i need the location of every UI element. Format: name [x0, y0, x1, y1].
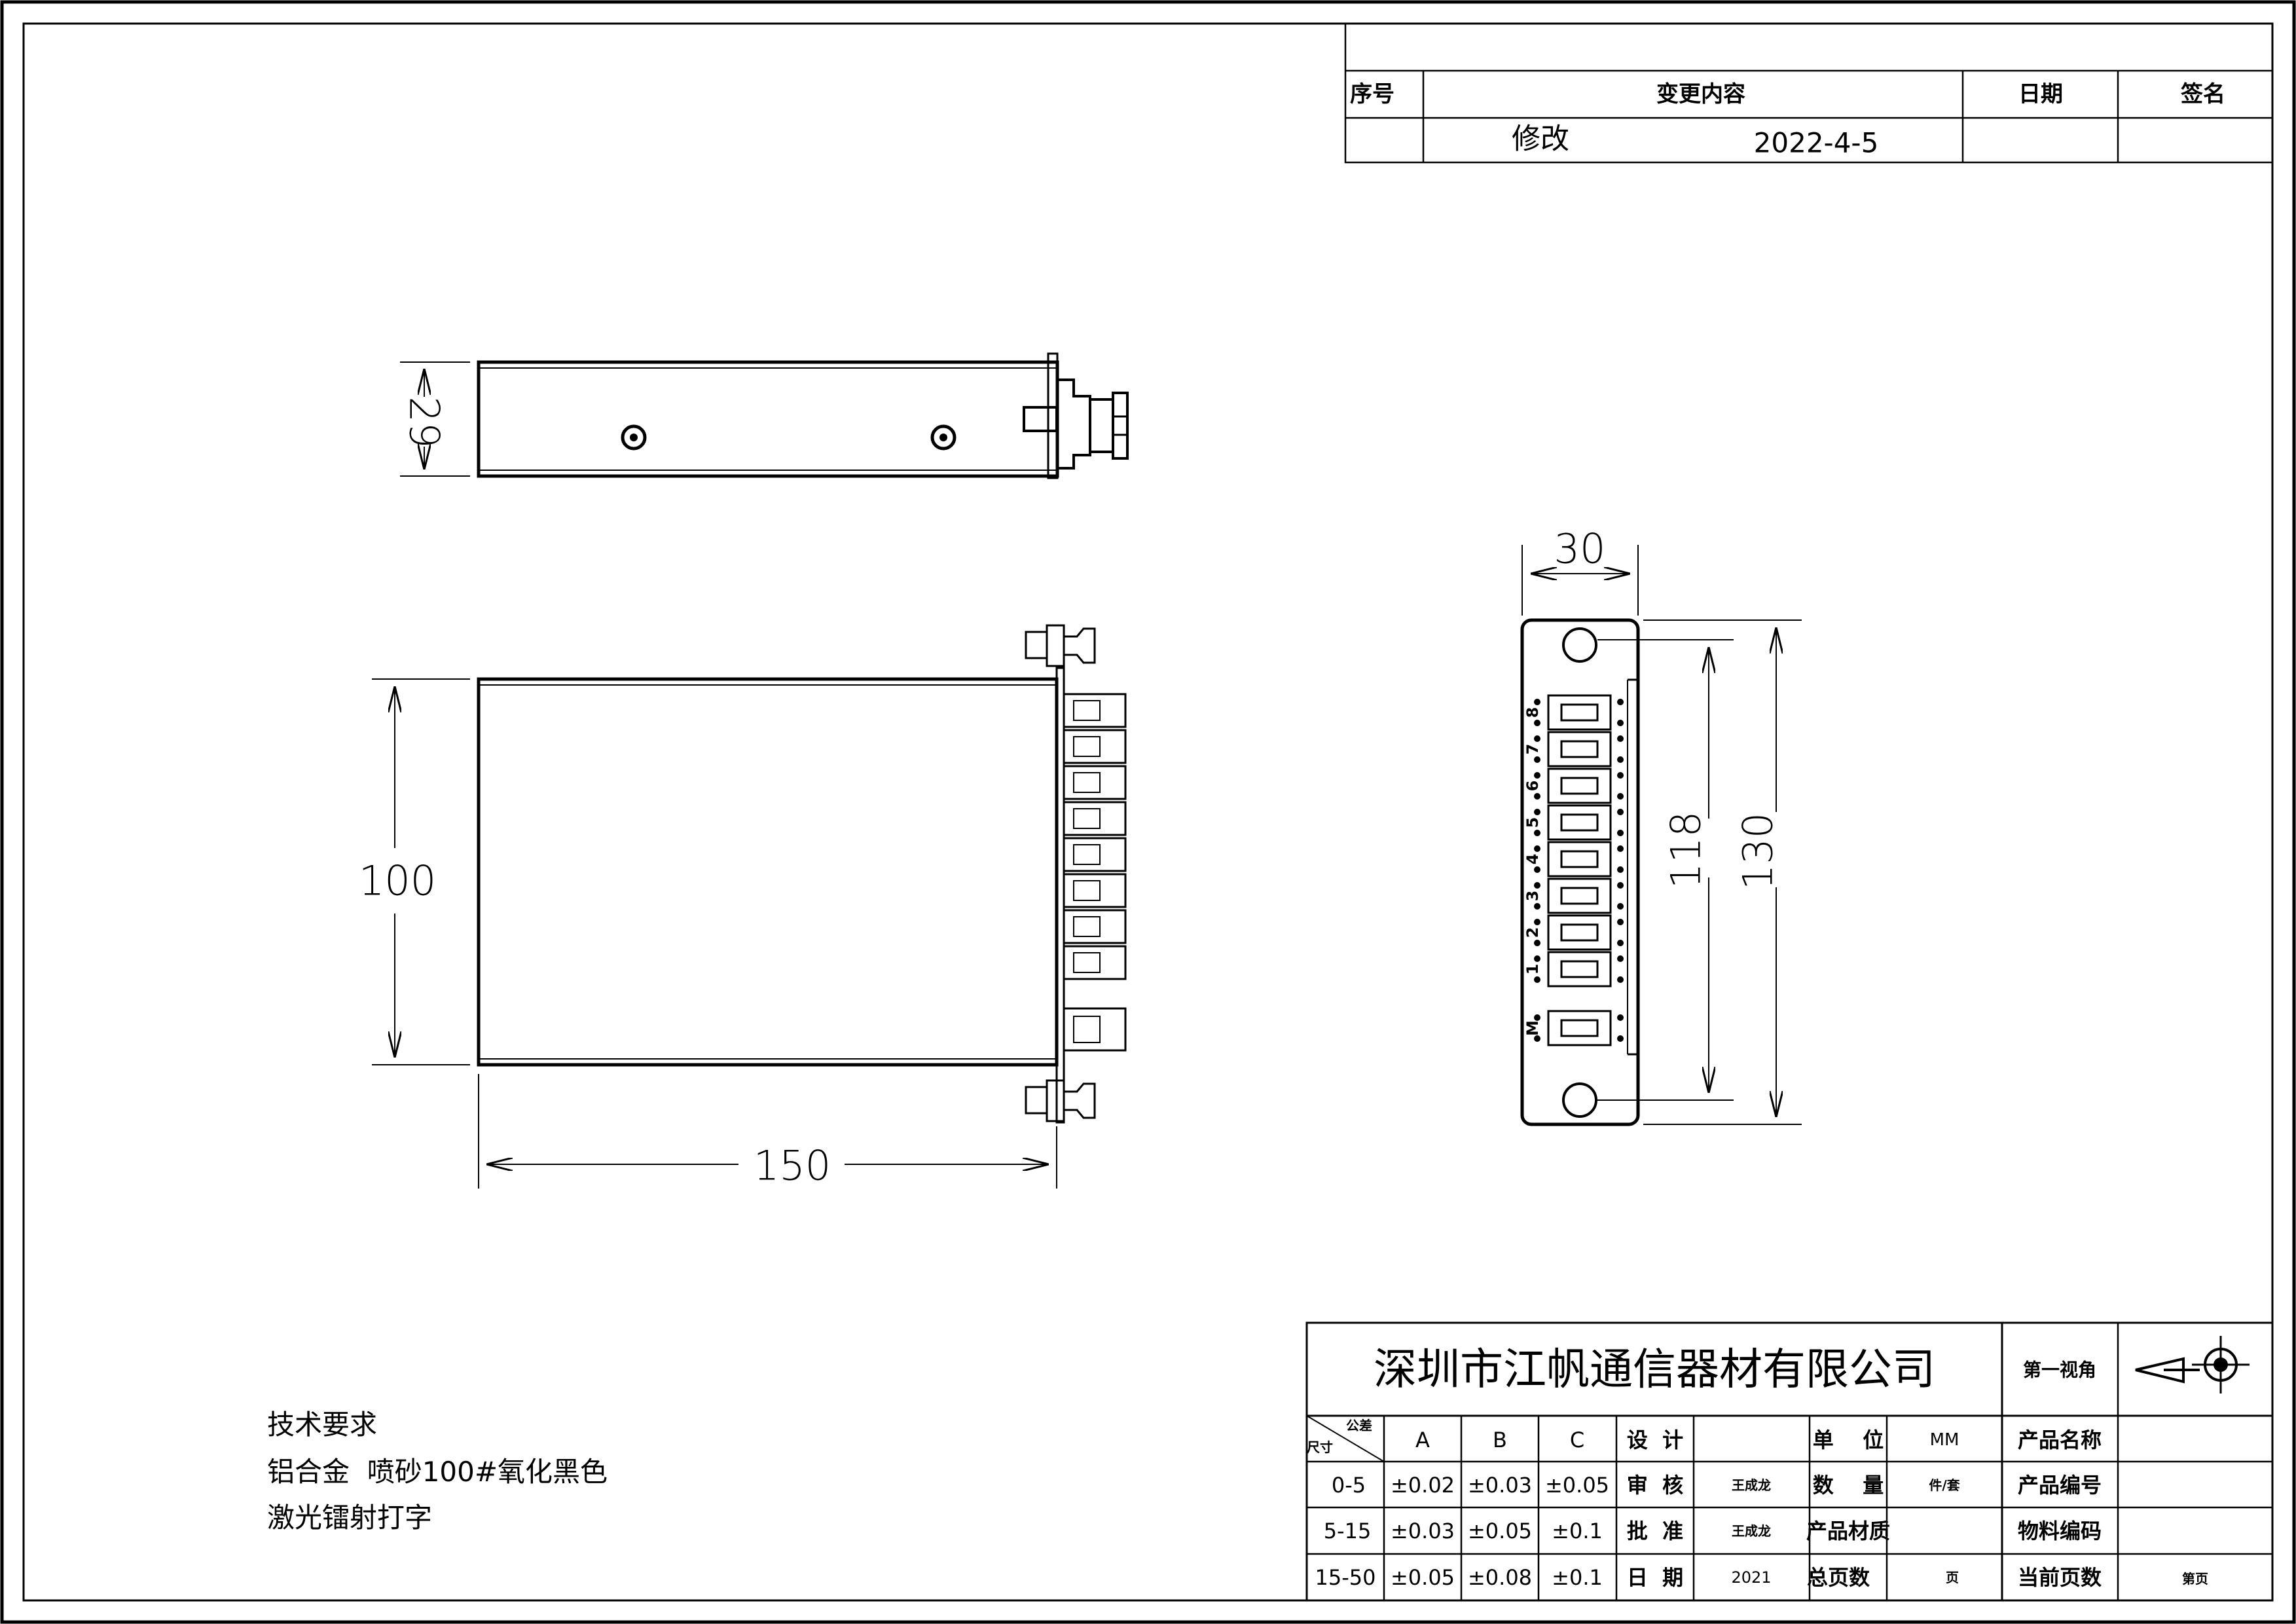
qty-value: 件/套: [1929, 1477, 1959, 1493]
tol-header-top: 公差: [1346, 1418, 1372, 1433]
cur-page-label: 当前页数: [2018, 1565, 2102, 1590]
tol-range-0: 0-5: [1332, 1473, 1366, 1498]
dim-panel-height: 130: [1643, 619, 1802, 1125]
rev-header-date: 日期: [2018, 81, 2063, 107]
dim-150-label: 150: [754, 1142, 831, 1190]
tol-c-1: ±0.1: [1552, 1519, 1603, 1543]
tol-b-2: ±0.08: [1468, 1565, 1532, 1590]
tol-c-2: ±0.1: [1552, 1565, 1603, 1590]
qty-label: 数 量: [1813, 1473, 1884, 1498]
tech-notes-line2: 激光镭射打字: [267, 1502, 432, 1534]
tol-header-bottom: 尺寸: [1307, 1439, 1333, 1455]
port-label-m: M: [1523, 1020, 1542, 1036]
tol-b-1: ±0.05: [1468, 1519, 1532, 1543]
dim-front-height: 100: [359, 678, 470, 1065]
tol-a-1: ±0.03: [1391, 1519, 1455, 1543]
dim-side-height: 29: [400, 361, 470, 477]
tech-notes-line1: 铝合金 喷砂100#氧化黑色: [267, 1456, 608, 1488]
port-label-6: 6: [1523, 781, 1542, 792]
tech-notes: 技术要求 铝合金 喷砂100#氧化黑色 激光镭射打字: [267, 1409, 608, 1534]
cur-page-value: 第页: [2182, 1571, 2208, 1587]
title-block: 深圳市江帆通信器材有限公司 第一视角 公差 尺寸 A B C 0-5 ±0.02…: [1305, 1321, 2274, 1602]
front-view-ports: [1063, 693, 1127, 1052]
tol-a-2: ±0.05: [1391, 1565, 1455, 1590]
panel-view: 8 7 6 5 4 3 2 1 M: [1520, 618, 1640, 1126]
port-label-2: 2: [1523, 927, 1542, 938]
port-label-7: 7: [1523, 744, 1542, 755]
mat-code-label: 物料编码: [2018, 1519, 2102, 1543]
pages-label: 总页数: [1807, 1565, 1870, 1590]
panel-bottom-hole: [1562, 1082, 1597, 1118]
dim-29-label: 29: [401, 397, 448, 449]
revision-table: 序号 变更内容 日期 签名 修改 2022-4-5: [1344, 22, 2274, 164]
unit-value: MM: [1930, 1430, 1959, 1450]
material-label: 产品材质: [1806, 1519, 1890, 1543]
panel-top-hole: [1562, 627, 1597, 663]
tol-c-0: ±0.05: [1545, 1473, 1609, 1498]
port-label-5: 5: [1523, 817, 1542, 828]
review-label: 审 核: [1627, 1473, 1683, 1498]
front-view: [477, 624, 1127, 1124]
side-view: [477, 352, 1129, 479]
rev-header-content: 变更内容: [1656, 81, 1745, 107]
approve-label: 批 准: [1627, 1519, 1683, 1543]
panel-port-labels: 8 7 6 5 4 3 2 1 M: [1523, 707, 1542, 1036]
port-label-1: 1: [1523, 964, 1542, 975]
dim-100-label: 100: [359, 857, 436, 905]
tol-a-0: ±0.02: [1391, 1473, 1455, 1498]
date-value: 2021: [1731, 1568, 1771, 1587]
unit-label: 单 位: [1813, 1428, 1884, 1452]
dim-118-label: 118: [1662, 811, 1710, 889]
tol-col-a: A: [1415, 1428, 1430, 1452]
approve-value: 王成龙: [1732, 1523, 1771, 1539]
tol-b-0: ±0.03: [1468, 1473, 1532, 1498]
pages-value: 页: [1946, 1570, 1959, 1585]
port-label-3: 3: [1523, 891, 1542, 902]
design-label: 设 计: [1627, 1428, 1683, 1452]
dim-panel-width: 30: [1522, 525, 1639, 616]
company-name: 深圳市江帆通信器材有限公司: [1374, 1344, 1935, 1395]
rev-header-sign: 签名: [2181, 81, 2225, 107]
rev-header-seq: 序号: [1350, 81, 1394, 107]
date-label: 日 期: [1627, 1565, 1683, 1590]
review-value: 王成龙: [1732, 1477, 1771, 1493]
dim-30-label: 30: [1554, 525, 1606, 573]
port-label-8: 8: [1523, 707, 1542, 718]
inner-border: [22, 22, 2274, 1602]
rev-row-content: 修改: [1512, 122, 1569, 156]
port-label-4: 4: [1523, 854, 1542, 865]
tol-col-c: C: [1570, 1428, 1584, 1452]
dim-front-length: 150: [478, 1074, 1057, 1190]
tol-range-2: 15-50: [1315, 1565, 1376, 1590]
tol-range-1: 5-15: [1324, 1519, 1372, 1543]
name-label: 产品名称: [2018, 1428, 2102, 1452]
dim-hole-pitch: 118: [1597, 639, 1734, 1101]
tech-notes-title: 技术要求: [267, 1409, 377, 1441]
projection-label: 第一视角: [2023, 1359, 2096, 1381]
panel-ports: [1534, 694, 1624, 1046]
dim-130-label: 130: [1734, 813, 1782, 890]
first-angle-projection-icon: [2135, 1336, 2250, 1393]
rev-row-date-inline: 2022-4-5: [1754, 127, 1879, 159]
tol-col-b: B: [1493, 1428, 1507, 1452]
code-label: 产品编号: [2018, 1473, 2102, 1498]
